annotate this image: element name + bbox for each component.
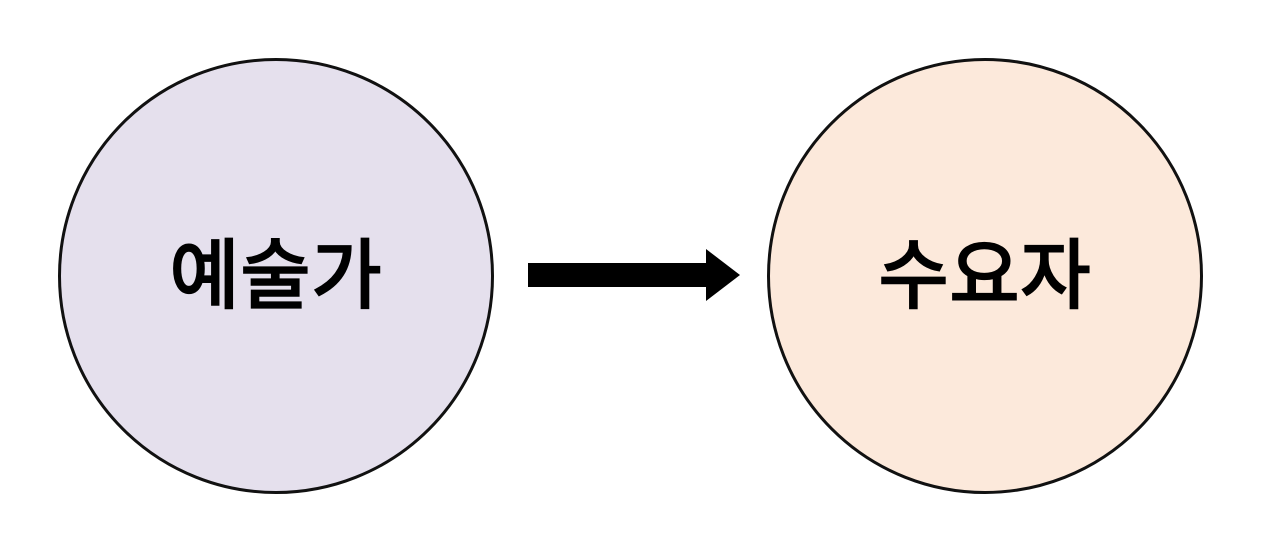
arrow-right-icon (528, 249, 740, 301)
arrow-head (706, 249, 740, 301)
arrow-shaft (528, 263, 708, 287)
consumer-node-label: 수요자 (878, 231, 1092, 320)
artist-node-circle: 예술가 (58, 58, 494, 494)
artist-node-label: 예술가 (169, 231, 383, 320)
consumer-node-circle: 수요자 (767, 58, 1203, 494)
